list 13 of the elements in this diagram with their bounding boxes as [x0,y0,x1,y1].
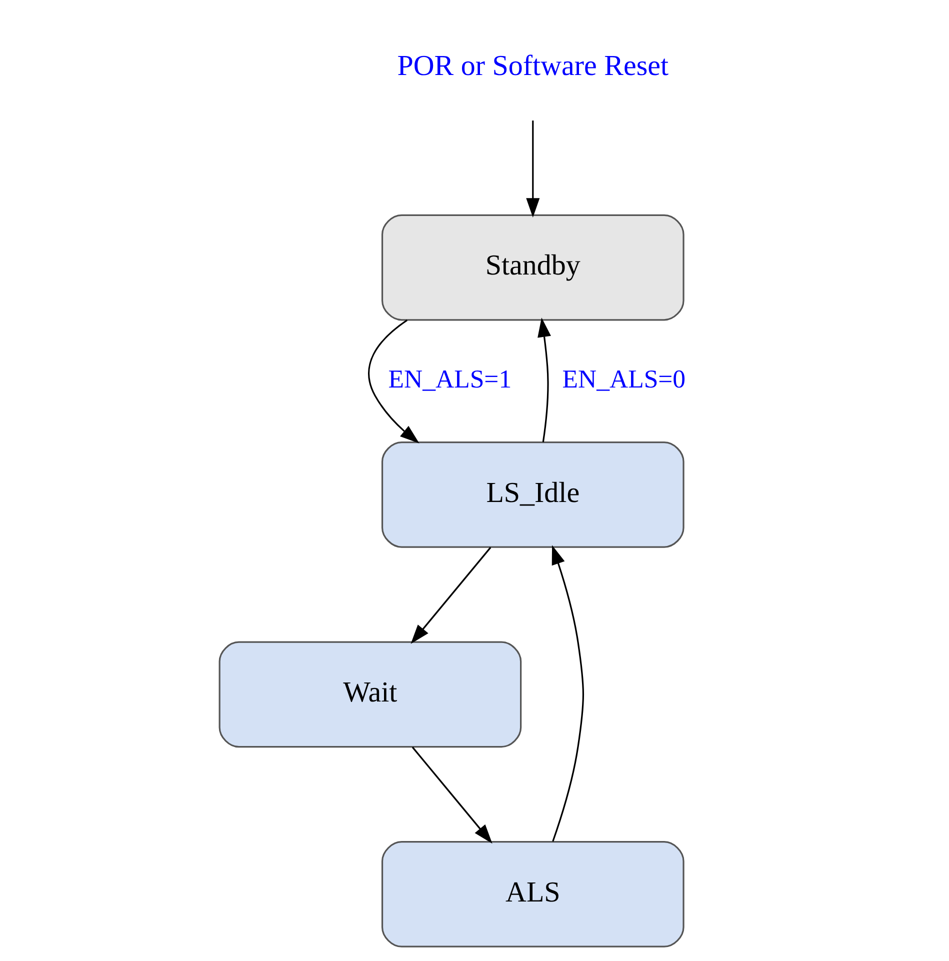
arrow [552,544,584,842]
arrow [526,120,540,217]
arrow [368,319,420,443]
edge-label: EN_ALS=1 [388,364,512,393]
node-box: LS_Idle [381,441,684,548]
node-text: POR or Software Reset [397,49,669,82]
arrow [410,546,492,644]
node-box: Standby [381,214,684,320]
edge-label: EN_ALS=0 [562,364,686,393]
arrow [538,317,551,442]
node-box: ALS [381,840,684,947]
node-box: Wait [218,640,522,748]
arrow [412,746,492,844]
